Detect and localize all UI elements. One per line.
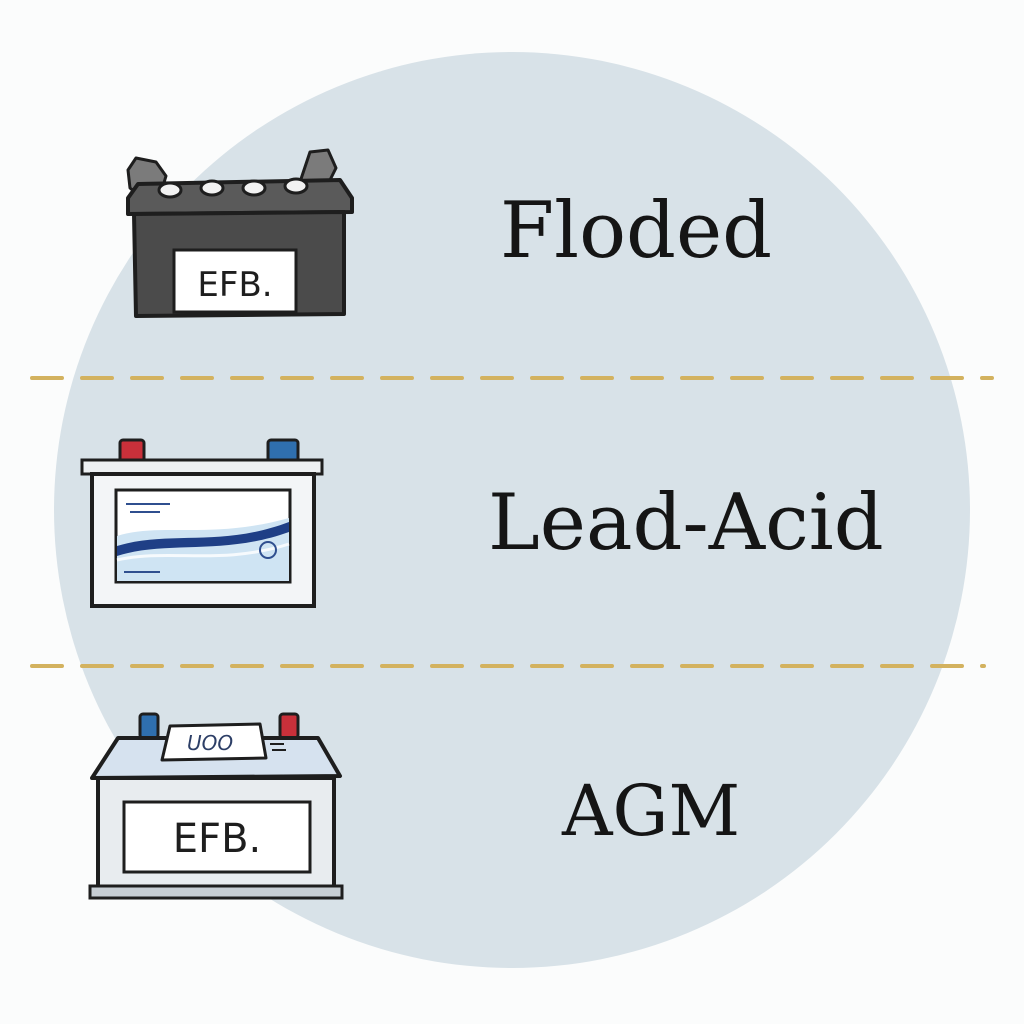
agm-display: UOO bbox=[187, 731, 233, 755]
agm-battery-tag: EFB. bbox=[173, 816, 261, 862]
dark-battery-tag: EFB. bbox=[197, 265, 272, 305]
agm-battery-icon: UOO EFB. bbox=[88, 712, 344, 900]
label-agm: AGM bbox=[562, 770, 741, 852]
label-lead-acid: Lead-Acid bbox=[488, 478, 884, 568]
label-flooded: Floded bbox=[500, 186, 773, 276]
wave-label-battery-icon bbox=[80, 438, 324, 608]
dark-battery-icon: EFB. bbox=[126, 148, 354, 318]
